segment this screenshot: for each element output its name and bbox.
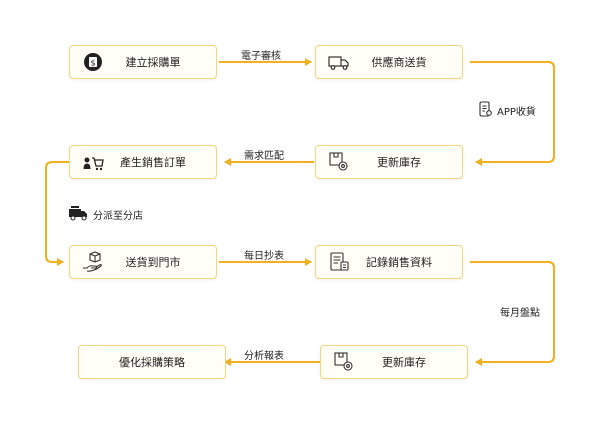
arrow-create-so-to-ship-store — [45, 161, 69, 266]
node-update-stock-1[interactable]: 更新庫存 — [315, 145, 463, 179]
edge-label-e2: APP收貨 — [478, 101, 536, 120]
node-label: 記錄銷售資料 — [366, 256, 432, 269]
node-label: 更新庫存 — [377, 156, 421, 169]
edge-label-e1: 電子審核 — [241, 51, 281, 62]
node-record-sales[interactable]: 記錄銷售資料 — [315, 245, 463, 279]
arrow-record-sales-to-update-stock-2 — [470, 261, 555, 366]
svg-text:$: $ — [90, 59, 95, 68]
edge-label-e2-text: APP收貨 — [497, 107, 536, 118]
edge-label-e4-text: 分派至分店 — [93, 211, 143, 222]
edge-label-e3: 需求匹配 — [244, 151, 284, 162]
node-create-so[interactable]: 產生銷售訂單 — [69, 145, 217, 179]
node-label: 供應商送貨 — [371, 56, 427, 69]
node-label: 產生銷售訂單 — [120, 156, 186, 169]
receipt-register-icon — [328, 251, 350, 273]
edge-label-e5: 每日抄表 — [244, 251, 284, 262]
delivery-truck-icon — [328, 51, 350, 73]
node-supplier-ship[interactable]: 供應商送貨 — [315, 45, 463, 79]
box-gear-icon — [333, 351, 355, 373]
edge-label-e7: 分析報表 — [244, 351, 284, 362]
node-label: 優化採購策略 — [119, 356, 185, 369]
node-ship-store[interactable]: 送貨到門市 — [69, 245, 217, 279]
node-label: 送貨到門市 — [125, 256, 181, 269]
node-label: 更新庫存 — [382, 356, 426, 369]
node-update-stock-2[interactable]: 更新庫存 — [320, 345, 468, 379]
box-gear-icon — [328, 151, 350, 173]
person-cart-icon — [82, 151, 104, 173]
dollar-badge-icon: $ — [82, 51, 104, 73]
edge-label-e4: 分派至分店 — [68, 205, 143, 224]
node-optimize[interactable]: 優化採購策略 — [78, 345, 226, 379]
node-create-po[interactable]: $ 建立採購單 — [69, 45, 217, 79]
edge-label-e6: 每月盤點 — [500, 308, 540, 319]
hand-box-icon — [82, 251, 104, 273]
arrow-supplier-to-update-stock-1 — [470, 61, 555, 166]
delivery-van-icon — [68, 205, 88, 224]
node-label: 建立採購單 — [125, 56, 181, 69]
mobile-scan-icon — [478, 101, 492, 120]
